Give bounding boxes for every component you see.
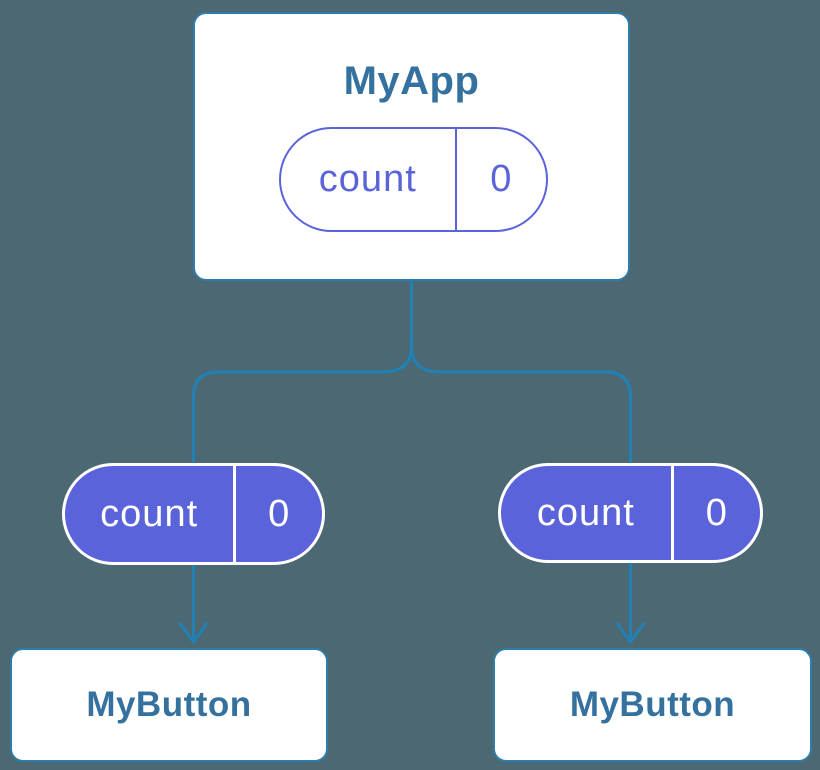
connector-right-branch: [409, 344, 633, 639]
arrowhead-right-icon: [615, 622, 646, 644]
state-pill-mybutton-right: count 0: [498, 463, 763, 563]
state-value: 0: [705, 491, 728, 534]
node-mybutton-left: MyButton: [10, 648, 328, 762]
state-key-label: count: [501, 466, 674, 560]
node-myapp: MyApp count 0: [193, 12, 630, 281]
state-pill-mybutton-left: count 0: [62, 463, 325, 565]
node-mybutton-right: MyButton: [493, 648, 812, 762]
state-key-label: count: [281, 129, 457, 230]
node-myapp-title: MyApp: [343, 59, 480, 103]
state-value: 0: [490, 158, 513, 200]
state-value: 0: [268, 492, 291, 535]
arrowhead-left-icon: [178, 622, 209, 644]
state-pill-myapp: count 0: [279, 127, 548, 232]
connector-left-branch: [191, 344, 414, 639]
state-key-label: count: [65, 466, 237, 562]
